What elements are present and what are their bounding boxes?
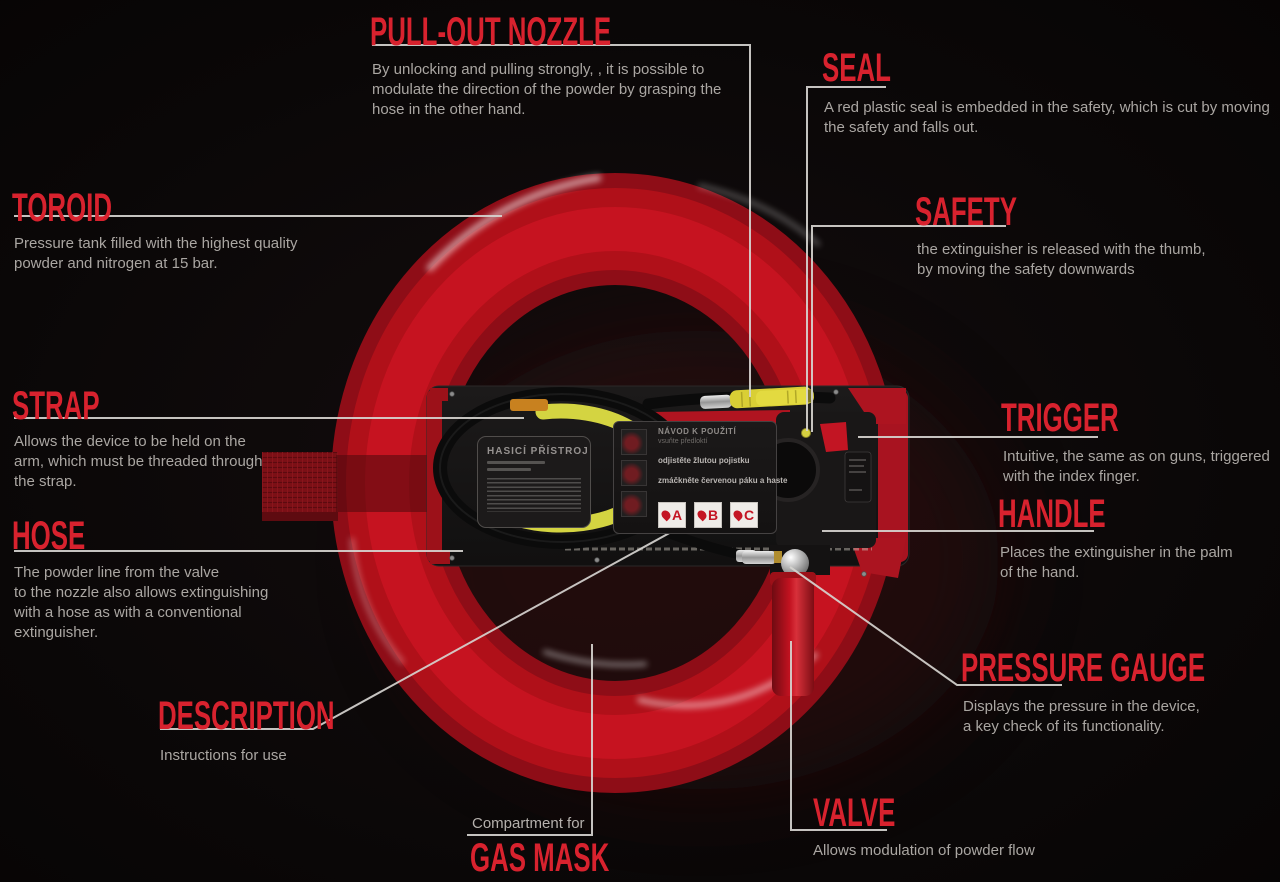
right-red-cap: [878, 390, 908, 562]
bracket-top-right: [848, 388, 906, 424]
callout-body: Intuitive, the same as on guns, triggere…: [1003, 448, 1270, 485]
nameplate-fineprint: [487, 478, 581, 512]
callout-strap: STRAP Allows the device to be held on th…: [12, 386, 312, 492]
pictogram-step-1: [621, 429, 647, 455]
safety-tab: [820, 422, 848, 452]
manual-step-yellow: odjistěte žlutou pojistku: [658, 456, 750, 465]
manual-subtitle: vsuňte předloktí: [658, 438, 708, 445]
fire-class-b: B: [694, 502, 722, 528]
callout-title: HANDLE: [998, 491, 1106, 537]
pictogram-step-2: [621, 460, 647, 486]
callout-pull-out-nozzle: PULL-OUT NOZZLE By unlocking and pulling…: [370, 12, 760, 120]
leader-seal: [806, 86, 886, 431]
fire-class-a: A: [658, 502, 686, 528]
callout-body: Places the extinguisher in the palm of t…: [1000, 544, 1233, 581]
manual-step-red: zmáčkněte červenou páku a haste: [658, 476, 788, 485]
callout-title: PRESSURE GAUGE: [961, 645, 1206, 691]
callout-body: Allows the device to be held on the arm,…: [14, 433, 263, 490]
callout-seal: SEAL A red plastic seal is embedded in t…: [822, 48, 1280, 138]
fire-class-letter: C: [743, 507, 755, 523]
pictogram-step-3: [621, 491, 647, 517]
callout-pre: Compartment for: [472, 815, 585, 832]
callout-hose: HOSE The powder line from the valve to t…: [12, 516, 312, 643]
callout-description: DESCRIPTION Instructions for use: [158, 696, 398, 766]
leader-lines: [14, 44, 1098, 836]
device-manual-plate: NÁVOD K POUŽITÍ vsuňte předloktí odjistě…: [613, 421, 788, 534]
callout-body: Instructions for use: [160, 747, 287, 764]
nameplate-subline: [487, 468, 531, 471]
callout-title: GAS MASK: [470, 835, 610, 881]
callout-title: TOROID: [12, 185, 113, 231]
fire-class-letter: A: [671, 507, 683, 523]
valve-down-tube: [772, 578, 814, 696]
callout-title: VALVE: [813, 790, 896, 836]
leader-description: [160, 513, 705, 730]
hose-clamp: [510, 399, 548, 411]
callout-title: HOSE: [12, 513, 86, 559]
callout-body: By unlocking and pulling strongly, , it …: [372, 61, 722, 118]
leader-pull-out-nozzle: [372, 44, 751, 397]
callout-title: STRAP: [12, 383, 100, 429]
leader-valve: [790, 641, 887, 831]
callout-title: TRIGGER: [1001, 395, 1119, 441]
nameplate-title: HASICÍ PŘÍSTROJ: [487, 446, 589, 457]
callout-trigger: TRIGGER Intuitive, the same as on guns, …: [1001, 398, 1280, 487]
fire-class-c: C: [730, 502, 758, 528]
callout-pressure-gauge: PRESSURE GAUGE Displays the pressure in …: [961, 648, 1261, 737]
leader-gas-mask: [467, 644, 593, 836]
manual-title: NÁVOD K POUŽITÍ: [658, 427, 737, 436]
callout-title: PULL-OUT NOZZLE: [370, 9, 612, 55]
nozzle-ferrule: [699, 394, 733, 409]
callout-handle: HANDLE Places the extinguisher in the pa…: [998, 494, 1268, 583]
callout-safety: SAFETY the extinguisher is released with…: [915, 192, 1225, 280]
callout-valve: VALVE Allows modulation of powder flow: [813, 793, 1113, 861]
callout-body: A red plastic seal is embedded in the sa…: [824, 99, 1270, 136]
pressure-gauge-ball: [781, 549, 809, 577]
leader-pressure-gauge: [789, 566, 1062, 686]
leader-safety: [811, 225, 1006, 432]
callout-title: DESCRIPTION: [158, 693, 335, 739]
callout-title: SEAL: [822, 45, 891, 91]
callout-body: Displays the pressure in the device, a k…: [963, 698, 1200, 735]
callout-toroid: TOROID Pressure tank filled with the hig…: [12, 188, 352, 274]
callout-body: Allows modulation of powder flow: [813, 842, 1035, 859]
callout-body: Pressure tank filled with the highest qu…: [14, 235, 298, 272]
callout-body: the extinguisher is released with the th…: [917, 241, 1206, 278]
fire-class-row: A B C: [658, 502, 758, 528]
callout-gas-mask: Compartment for GAS MASK: [470, 814, 690, 881]
callout-body: The powder line from the valve to the no…: [14, 564, 269, 641]
manual-pictograms: [621, 429, 647, 522]
callout-title: SAFETY: [915, 189, 1017, 235]
fire-class-letter: B: [707, 507, 719, 523]
nameplate-subline: [487, 461, 545, 464]
valve-assembly: [736, 545, 830, 696]
brass-fitting: [774, 551, 782, 563]
device-nameplate: HASICÍ PŘÍSTROJ: [477, 436, 591, 528]
